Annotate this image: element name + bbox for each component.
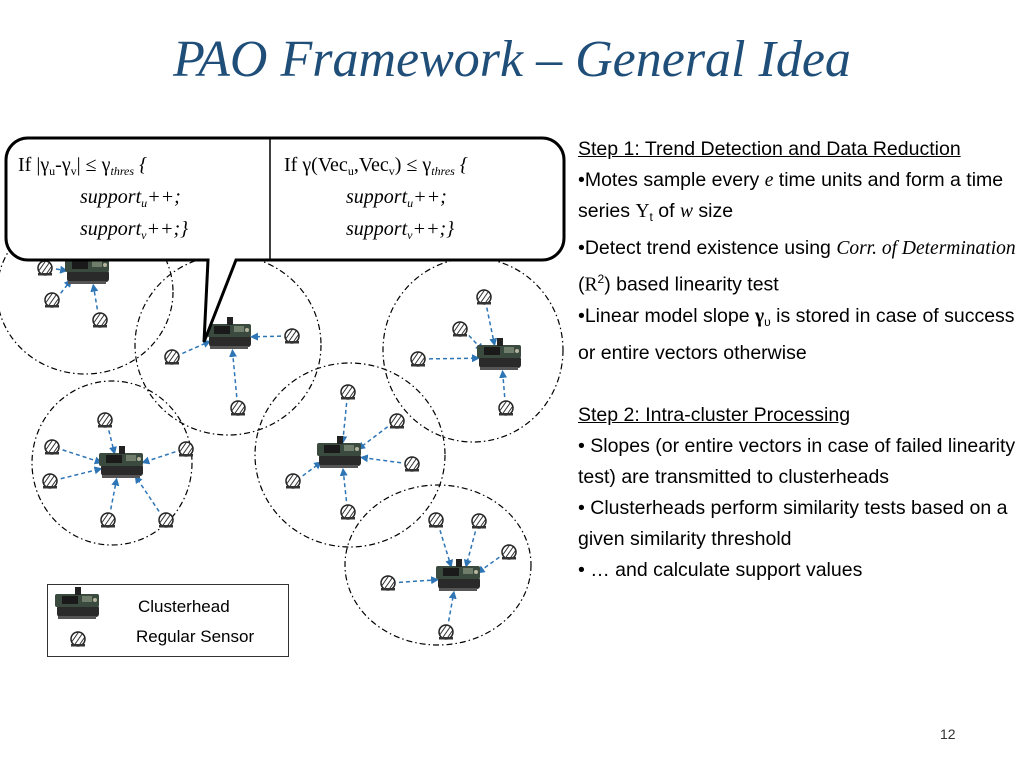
regular-sensor-icon: [380, 575, 396, 592]
speech-callout: If |γu-γv| ≤ γthres { supportu++; suppor…: [4, 136, 566, 343]
transmission-arrow: [476, 556, 500, 574]
condition-line: If γ(Vecu,Vecv) ≤ γthres {: [284, 154, 468, 178]
step1-bullet-trend: •Detect trend existence using Corr. of D…: [578, 237, 1016, 296]
transmission-arrow: [486, 307, 498, 347]
transmission-arrow: [60, 466, 103, 480]
transmission-arrow: [141, 451, 176, 465]
transmission-arrow: [463, 531, 477, 568]
callout-condition-vector: If γ(Vecu,Vecv) ≤ γthres { supportu++; s…: [284, 152, 554, 248]
support-v-line: supportv++;}: [346, 218, 455, 242]
regular-sensor-icon: [285, 473, 301, 490]
regular-sensor-icon: [340, 504, 356, 521]
step1-heading: Step 1: Trend Detection and Data Reducti…: [578, 138, 961, 160]
transmission-arrow: [339, 402, 348, 445]
regular-sensor-icon: [97, 412, 113, 429]
transmission-arrow: [447, 590, 457, 622]
transmission-arrow: [182, 340, 212, 355]
callout-shape: [4, 136, 566, 343]
regular-sensor-icon: [100, 512, 116, 529]
transmission-arrow: [302, 461, 323, 477]
transmission-arrow: [428, 354, 481, 363]
regular-sensor-icon: [42, 473, 58, 490]
cluster-boundary: [344, 484, 532, 646]
transmission-arrow: [339, 467, 348, 502]
regular-sensor-icon: [501, 544, 517, 561]
step1-bullet-sampling: •Motes sample every e time units and for…: [578, 169, 1004, 224]
transmission-arrow: [62, 449, 103, 465]
regular-sensor-icon: [92, 312, 108, 329]
clusterhead-icon: [207, 317, 251, 349]
transmission-arrow: [357, 426, 389, 450]
regular-sensor-icon: [438, 624, 454, 641]
step2-bullet-similarity: • Clusterheads perform similarity tests …: [578, 496, 1008, 550]
regular-sensor-icon: [230, 400, 246, 417]
transmission-arrow: [499, 369, 508, 398]
regular-sensor-icon: [164, 349, 180, 366]
transmission-arrow: [359, 454, 402, 464]
regular-sensor-icon: [428, 512, 444, 529]
cluster-boundary: [134, 254, 322, 436]
cluster-boundary: [0, 209, 174, 375]
regular-sensor-icon: [44, 439, 60, 456]
transmission-arrow: [398, 576, 440, 585]
clusterhead-icon: [99, 446, 143, 478]
step2-heading: Step 2: Intra-cluster Processing: [578, 403, 851, 426]
page-number: 12: [940, 726, 956, 742]
regular-sensor-icon: [284, 328, 300, 345]
support-u-line: supportu++;: [80, 186, 181, 210]
transmission-arrow: [108, 430, 117, 455]
cluster-boundary: [382, 257, 564, 443]
regular-sensor-icon: [404, 456, 420, 473]
step2-bullet-slopes: • Slopes (or entire vectors in case of f…: [578, 434, 1016, 488]
regular-sensor-icon: [37, 260, 53, 277]
regular-sensor-icon: [471, 513, 487, 530]
support-v-line: supportv++;}: [80, 218, 189, 242]
regular-sensor-icon: [70, 631, 86, 648]
clusterhead-icon: [436, 559, 480, 591]
clusterhead-icon: [317, 436, 361, 468]
regular-sensor-icon: [476, 289, 492, 306]
transmission-arrow: [60, 279, 72, 294]
legend: Clusterhead Regular Sensor: [47, 584, 289, 657]
legend-clusterhead-label: Clusterhead: [138, 597, 230, 616]
regular-sensor-icon: [178, 441, 194, 458]
callout-condition-absolute: If |γu-γv| ≤ γthres { supportu++; suppor…: [18, 152, 268, 248]
regular-sensor-icon: [498, 400, 514, 417]
transmission-arrow: [55, 265, 69, 274]
cluster-boundary: [31, 380, 193, 546]
regular-sensor-icon: [158, 512, 174, 529]
step1-bullet-slope: •Linear model slope γυ is stored in case…: [578, 304, 1015, 364]
step2-bullet-support: • … and calculate support values: [578, 558, 863, 581]
slide-title: PAO Framework – General Idea: [173, 31, 851, 88]
clusterhead-icon: [55, 587, 99, 619]
regular-sensor-icon: [389, 413, 405, 430]
support-u-line: supportu++;: [346, 186, 447, 210]
clusterhead-icon: [477, 338, 521, 370]
condition-line: If |γu-γv| ≤ γthres {: [18, 154, 148, 178]
regular-sensor-icon: [410, 351, 426, 368]
regular-sensor-icon: [340, 384, 356, 401]
transmission-arrow: [439, 530, 454, 568]
regular-sensor-icon: [452, 321, 468, 338]
steps-text: Step 1: Trend Detection and Data Reducti…: [578, 134, 1018, 586]
transmission-arrow: [249, 332, 282, 341]
cluster-boundary: [254, 362, 446, 548]
transmission-arrow: [229, 348, 238, 398]
transmission-arrow: [90, 283, 99, 310]
transmission-arrow: [134, 475, 160, 512]
regular-sensor-icon: [44, 292, 60, 309]
legend-regular-sensor-label: Regular Sensor: [136, 627, 255, 646]
transmission-arrow: [110, 477, 120, 510]
